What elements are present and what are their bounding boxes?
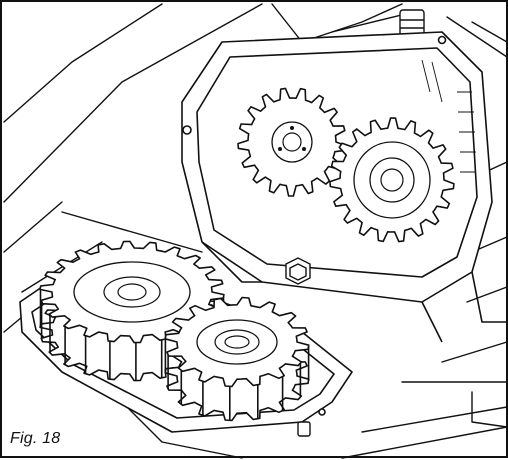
tray-bolt <box>297 421 311 437</box>
drain-plug-nut <box>285 257 311 285</box>
housing-shading <box>421 59 476 173</box>
lower-right-gear <box>164 296 310 422</box>
lower-left-gear <box>39 240 225 382</box>
figure-caption: Fig. 18 <box>10 430 61 447</box>
upper-left-gear <box>237 87 347 197</box>
upper-right-gear <box>329 117 455 243</box>
